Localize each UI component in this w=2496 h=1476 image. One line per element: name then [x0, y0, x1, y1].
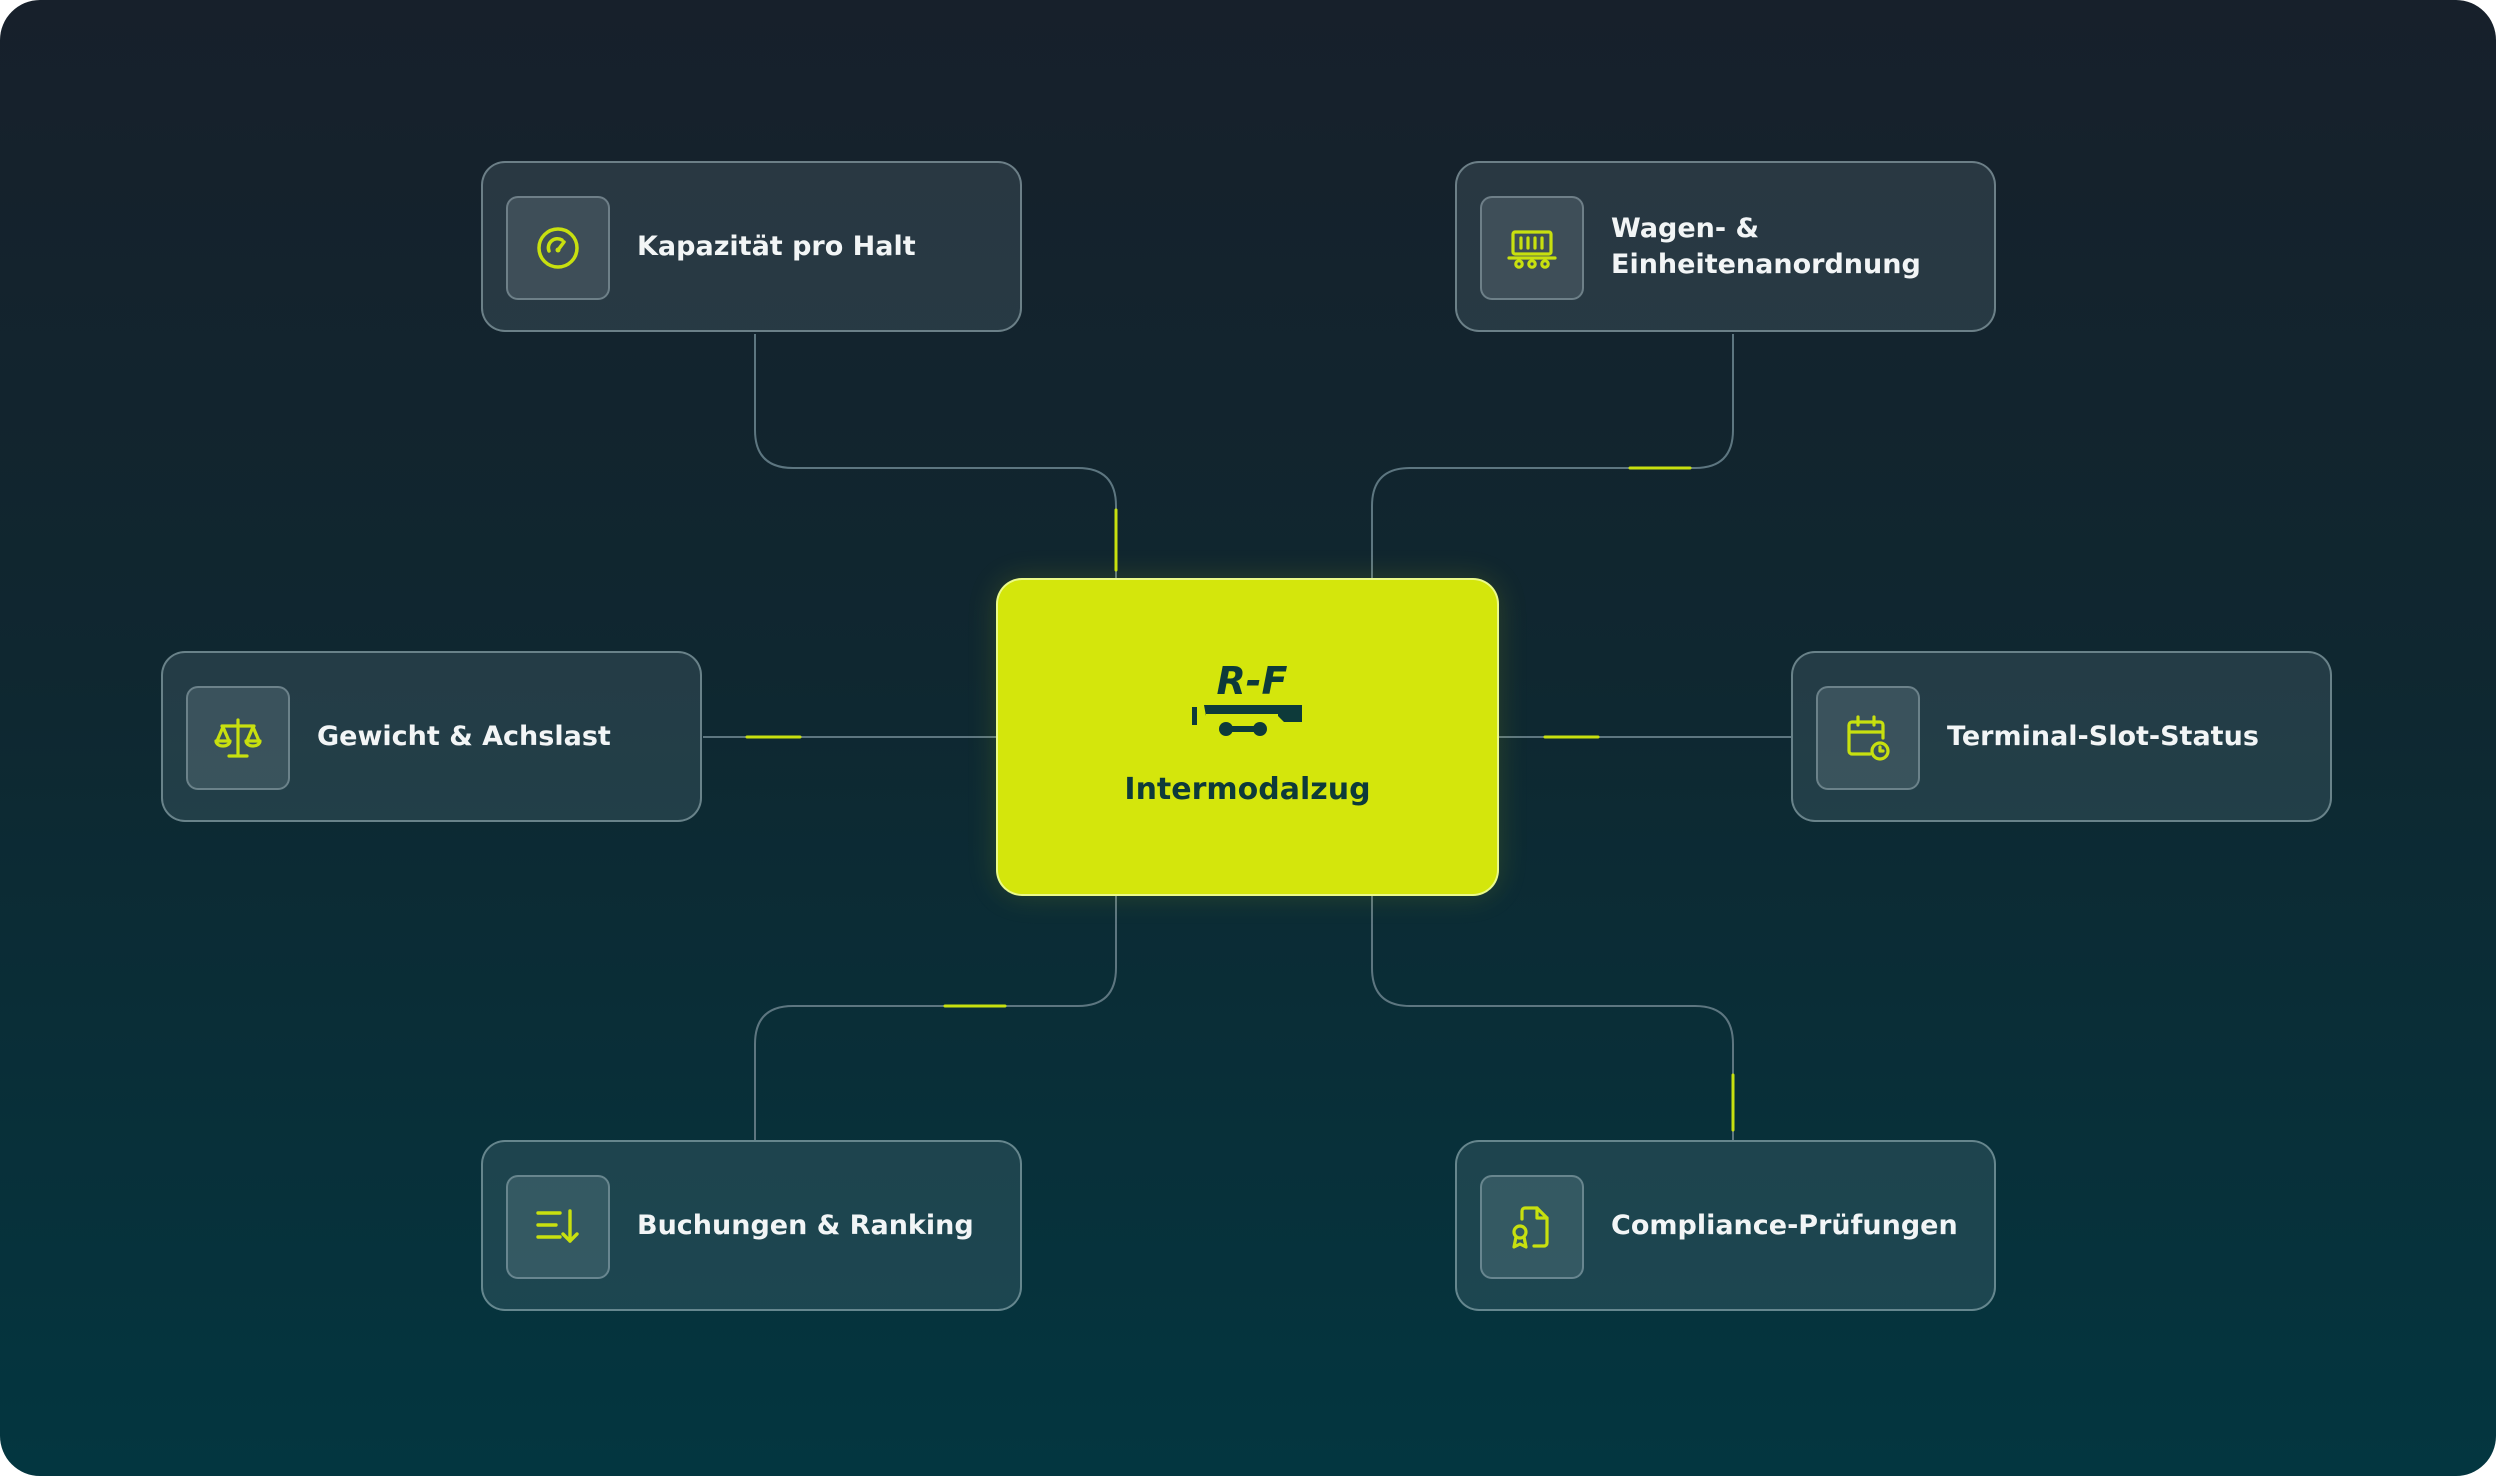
card-label: Compliance-Prüfungen	[1611, 1209, 1958, 1241]
icon-tile	[506, 1175, 610, 1279]
card-label: Kapazität pro Halt	[637, 230, 916, 262]
feature-card-wagen: Wagen- & Einheitenanordnung	[1455, 161, 1996, 332]
hub-card-intermodalzug: R-F Intermodalzug	[996, 578, 1499, 896]
icon-tile	[1480, 196, 1584, 300]
train-wagon-logo: R-F	[1192, 659, 1302, 736]
certificate-document-icon	[1512, 1206, 1549, 1249]
hub-title: Intermodalzug	[1124, 772, 1371, 807]
logo-text: R-F	[1217, 659, 1288, 703]
feature-card-compliance: Compliance-Prüfungen	[1455, 1140, 1996, 1311]
card-label: Gewicht & Achslast	[317, 720, 611, 752]
feature-card-terminal: Terminal-Slot-Status	[1791, 651, 2332, 822]
scale-icon	[214, 718, 262, 758]
sort-list-icon	[536, 1209, 579, 1243]
icon-tile	[1816, 686, 1920, 790]
card-label: Wagen- & Einheitenanordnung	[1611, 212, 1921, 280]
rail-wagon-icon	[1507, 230, 1557, 269]
connector-buchungen	[754, 896, 1117, 1140]
feature-card-kapazitaet: Kapazität pro Halt	[481, 161, 1022, 332]
icon-tile	[506, 196, 610, 300]
icon-tile	[186, 686, 290, 790]
feature-card-buchungen: Buchungen & Ranking	[481, 1140, 1022, 1311]
connector-compliance	[1371, 896, 1734, 1140]
connector-kapazitaet	[754, 334, 1117, 578]
card-label: Buchungen & Ranking	[637, 1209, 974, 1241]
card-label: Terminal-Slot-Status	[1947, 720, 2259, 752]
calendar-clock-icon	[1847, 715, 1890, 761]
gauge-icon	[537, 227, 579, 269]
feature-card-gewicht: Gewicht & Achslast	[161, 651, 702, 822]
icon-tile	[1480, 1175, 1584, 1279]
connector-wagen	[1371, 334, 1734, 578]
